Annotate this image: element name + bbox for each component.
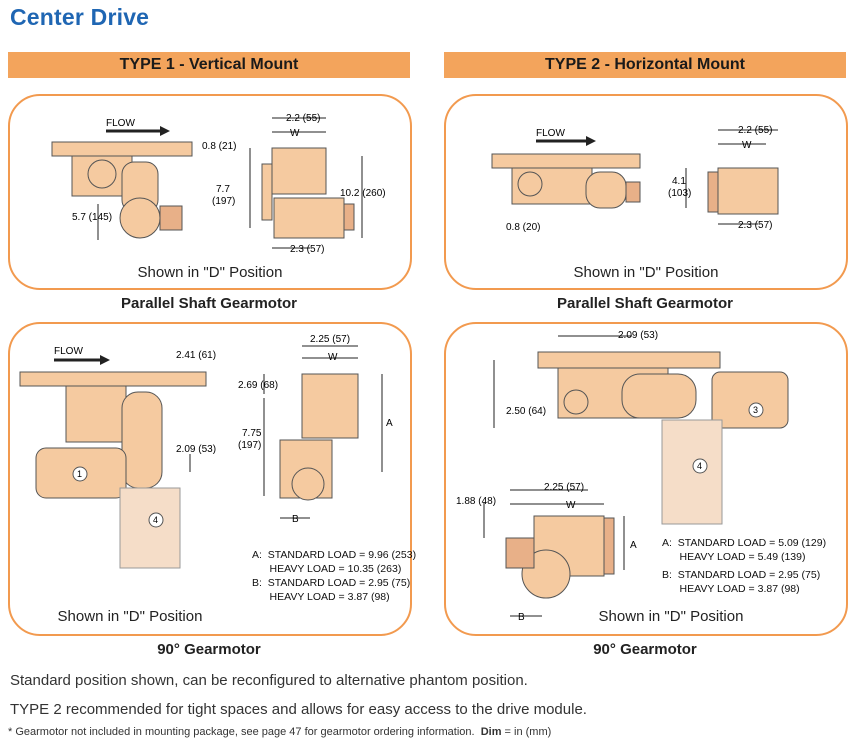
subhead-parallel-left: Parallel Shaft Gearmotor	[121, 295, 297, 312]
dim-label: 2.3 (57)	[290, 244, 324, 255]
load-line: HEAVY LOAD = 3.87 (98)	[252, 591, 390, 603]
subhead-90-left: 90° Gearmotor	[157, 641, 261, 658]
panel-caption: Shown in "D" Position	[598, 608, 744, 625]
dim-label: 2.3 (57)	[738, 220, 772, 231]
load-line: HEAVY LOAD = 3.87 (98)	[662, 583, 800, 595]
load-line: HEAVY LOAD = 10.35 (263)	[252, 563, 402, 575]
load-line: B: STANDARD LOAD = 2.95 (75)	[252, 577, 411, 589]
dim-label: 5.7 (145)	[72, 212, 112, 223]
diagram-type1-parallel: FLOW 2.2 (55) W 0.8 (21) 7.7 (197) 10.2 …	[51, 113, 386, 255]
dim-label: (197)	[212, 196, 235, 207]
dim-label: 7.75	[242, 428, 262, 439]
callout-4: 4	[153, 515, 158, 525]
type1-header: TYPE 1 - Vertical Mount	[8, 52, 410, 78]
dim-label: W	[742, 140, 752, 151]
panel-type1-90: FLOW 1 4 2.25 (57) W 2.41 (61) 2.69 (68)…	[8, 322, 416, 636]
load-line: B: STANDARD LOAD = 2.95 (75)	[662, 569, 821, 581]
dim-label: B	[292, 514, 299, 525]
panel-caption: Shown in "D" Position	[57, 608, 203, 625]
footnote-text: * Gearmotor not included in mounting pac…	[8, 726, 475, 738]
dim-label: A	[386, 418, 393, 429]
panel-type2-90: 3 4 2.09 (53) 2.50 (64) 1.88 (48) 2.25 (…	[444, 322, 848, 636]
dim-label: W	[290, 128, 300, 139]
callout-1: 1	[77, 469, 82, 479]
panel-type1-parallel: FLOW 2.2 (55) W 0.8 (21) 7.7 (197) 10.2 …	[8, 94, 412, 290]
dim-label: 2.09 (53)	[618, 330, 658, 341]
dim-label: 1.88 (48)	[456, 496, 496, 507]
dim-label: 2.2 (55)	[286, 113, 320, 124]
panel-caption: Shown in "D" Position	[137, 264, 283, 281]
note-line-1: Standard position shown, can be reconfig…	[10, 672, 528, 689]
panel-type2-parallel: FLOW 2.2 (55) W 4.1 (103) 0.8 (20) 2.3 (…	[444, 94, 848, 290]
dim-label: (103)	[668, 188, 691, 199]
dim-label: A	[630, 540, 637, 551]
dim-label: 2.69 (68)	[238, 380, 278, 391]
diagram-type2-parallel: FLOW 2.2 (55) W 4.1 (103) 0.8 (20) 2.3 (…	[491, 125, 779, 233]
footnote: * Gearmotor not included in mounting pac…	[8, 726, 551, 738]
dim-label: 4.1	[672, 176, 686, 187]
diagram-type2-90: 3 4 2.09 (53) 2.50 (64) 1.88 (48) 2.25 (…	[456, 330, 789, 623]
dim-label: W	[328, 352, 338, 363]
type2-header: TYPE 2 - Horizontal Mount	[444, 52, 846, 78]
dim-label: B	[518, 612, 525, 623]
dim-label: 0.8 (21)	[202, 141, 236, 152]
flow-label: FLOW	[106, 118, 135, 129]
subhead-parallel-right: Parallel Shaft Gearmotor	[557, 295, 733, 312]
dim-label: 0.8 (20)	[506, 222, 540, 233]
dim-label: 2.25 (57)	[544, 482, 584, 493]
dim-label: 10.2 (260)	[340, 188, 386, 199]
callout-3: 3	[753, 405, 758, 415]
dim-label: 2.2 (55)	[738, 125, 772, 136]
panel-caption: Shown in "D" Position	[573, 264, 719, 281]
page-title: Center Drive	[10, 4, 150, 30]
footnote-dim-label: Dim	[480, 726, 502, 738]
dim-label: 2.41 (61)	[176, 350, 216, 361]
flow-label: FLOW	[536, 128, 565, 139]
subhead-90-right: 90° Gearmotor	[593, 641, 697, 658]
dim-label: 7.7	[216, 184, 230, 195]
footnote-dim-value: = in (mm)	[501, 726, 552, 738]
dim-label: W	[566, 500, 576, 511]
load-line: A: STANDARD LOAD = 9.96 (253)	[252, 549, 417, 561]
dim-label: 2.25 (57)	[310, 334, 350, 345]
dim-label: (197)	[238, 440, 261, 451]
flow-label: FLOW	[54, 346, 83, 357]
diagram-type1-90: FLOW 1 4 2.25 (57) W 2.41 (61) 2.69 (68)…	[19, 334, 393, 569]
dim-label: 2.09 (53)	[176, 444, 216, 455]
dim-label: 2.50 (64)	[506, 406, 546, 417]
load-line: HEAVY LOAD = 5.49 (139)	[662, 551, 806, 563]
callout-4: 4	[697, 461, 702, 471]
note-line-2: TYPE 2 recommended for tight spaces and …	[10, 701, 587, 718]
load-line: A: STANDARD LOAD = 5.09 (129)	[662, 537, 827, 549]
